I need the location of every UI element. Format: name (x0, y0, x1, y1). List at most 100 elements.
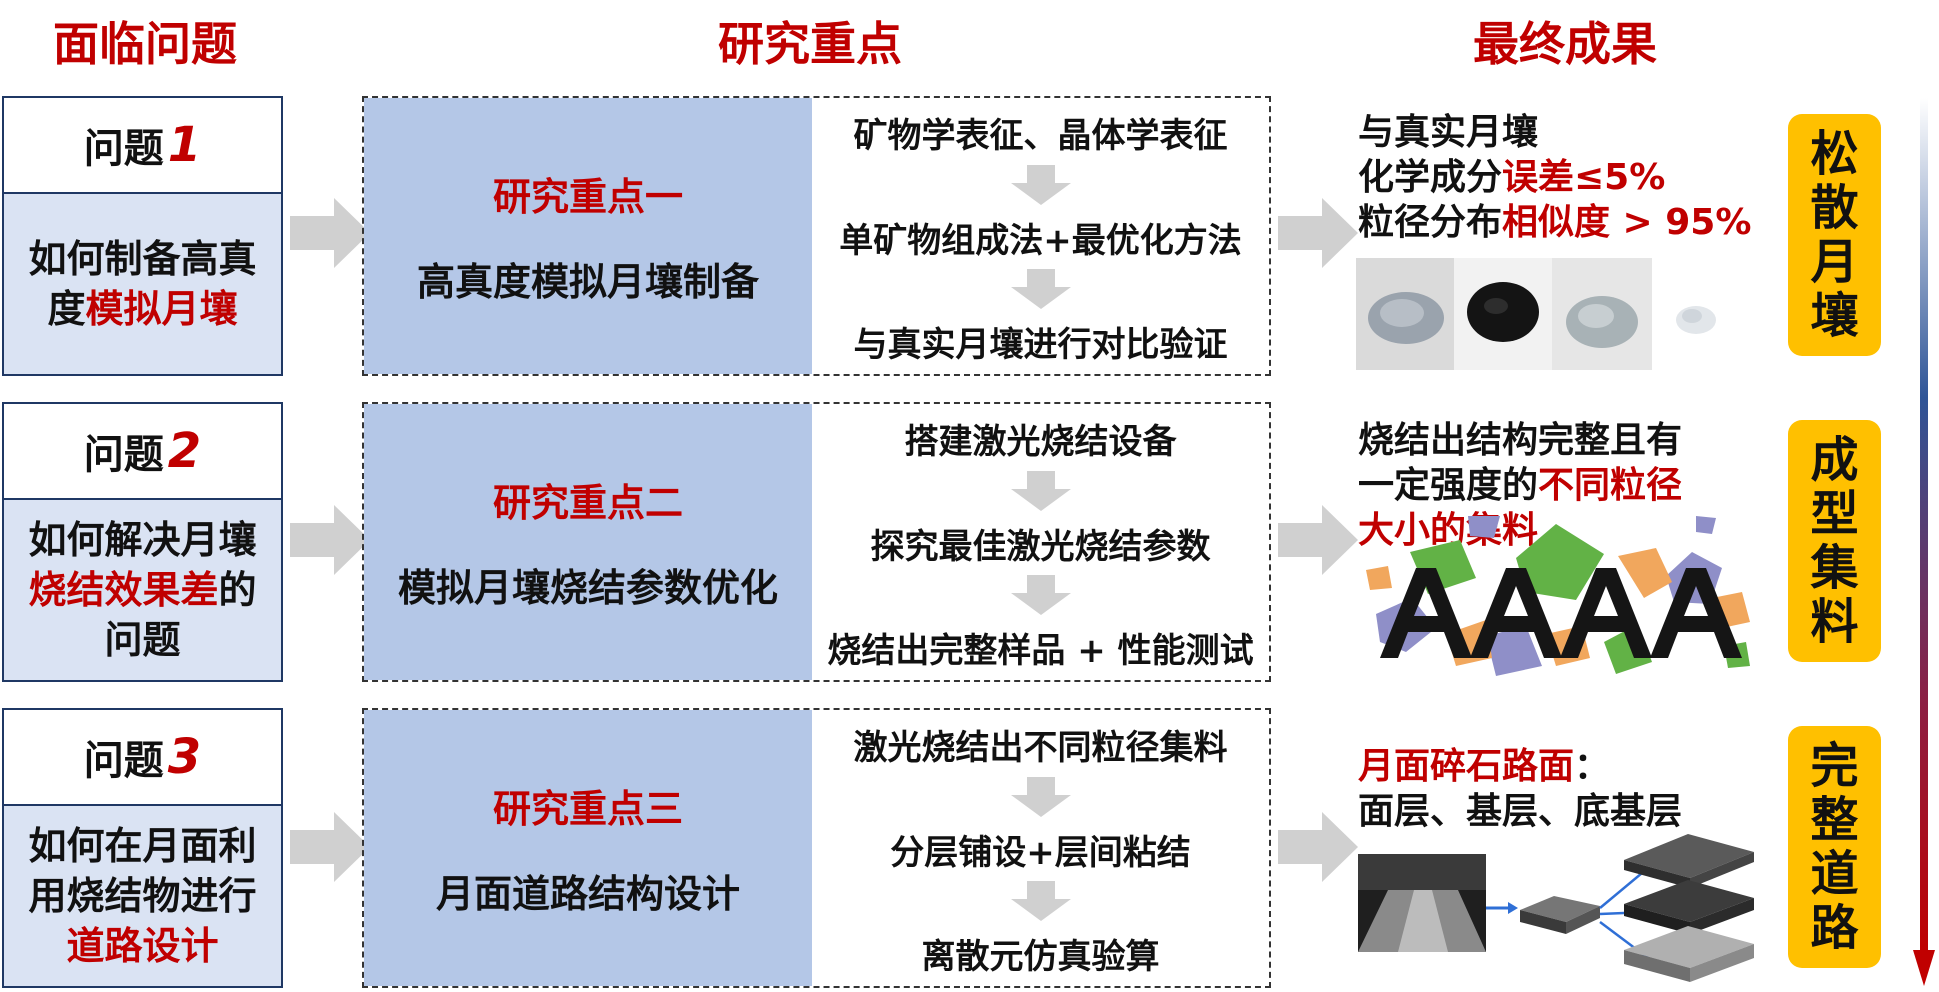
focus-subtitle: 高真度模拟月壤制备 (416, 260, 759, 304)
text-line: 用烧结物进行 (28, 871, 256, 921)
outcome-char: 月 (1810, 234, 1859, 290)
highlight-text: 烧结效果差 (28, 568, 219, 612)
progress-arrow-icon (1913, 98, 1935, 986)
result-text-1: 与真实月壤化学成分误差≤5%粒径分布相似度 > 95% (1358, 110, 1751, 245)
focus-steps: 矿物学表征、晶体学表征 单矿物组成法+最优化方法 与真实月壤进行对比验证 (812, 98, 1269, 374)
text-line: 烧结出结构完整且有 (1358, 418, 1682, 463)
problem-text: 如何解决月壤烧结效果差的问题 (4, 500, 281, 680)
focus-step: 分层铺设+层间粘结 (890, 832, 1191, 873)
outcome-char: 成 (1810, 432, 1859, 488)
right-arrow-icon (1278, 812, 1358, 882)
text-run: 如何制备高真 (28, 237, 257, 281)
text-run: 一定强度的 (1358, 465, 1539, 506)
outcome-char: 散 (1810, 180, 1859, 236)
text-run: 烧结出结构完整且有 (1358, 420, 1683, 461)
text-run: 如何在月面利 (28, 824, 257, 868)
text-run: 粒径分布 (1358, 202, 1503, 243)
text-line: 如何在月面利 (28, 821, 256, 871)
outcome-char: 料 (1810, 594, 1859, 650)
text-line: 如何解决月壤 (28, 515, 256, 565)
text-line: 问题 (104, 615, 180, 665)
result-text-3: 月面碎石路面：面层、基层、底基层 (1358, 744, 1682, 834)
outcome-formed-aggregate: 成型集料 (1788, 420, 1881, 662)
highlight-text: 误差≤5% (1502, 157, 1666, 198)
focus-step: 探究最佳激光烧结参数 (870, 526, 1211, 567)
text-line: 粒径分布相似度 > 95% (1358, 200, 1751, 245)
outcome-char: 道 (1810, 846, 1859, 902)
text-run: 与真实月壤 (1358, 112, 1539, 153)
down-arrow-icon (1010, 164, 1071, 205)
focus-step: 离散元仿真验算 (921, 937, 1160, 977)
regolith-samples-photo (1356, 258, 1740, 370)
focus-title: 研究重点三 (492, 787, 683, 831)
text-run: 的 (218, 568, 257, 612)
text-line: 月面碎石路面： (1358, 744, 1682, 789)
focus-subtitle: 模拟月壤烧结参数优化 (397, 566, 778, 610)
focus-step: 激光烧结出不同粒径集料 (853, 728, 1228, 768)
text-run: 化学成分 (1358, 157, 1503, 198)
outcome-char: 整 (1810, 792, 1859, 848)
outcome-complete-road: 完整道路 (1788, 726, 1881, 968)
down-arrow-icon (1010, 575, 1071, 616)
down-arrow-icon (1010, 776, 1071, 817)
focus-summary: 研究重点一 高真度模拟月壤制备 (364, 98, 812, 374)
header-problems: 面临问题 (53, 17, 237, 71)
header-focus: 研究重点 (718, 17, 902, 71)
text-run: ： (1574, 746, 1611, 787)
down-arrow-icon (1010, 881, 1071, 922)
focus-steps: 搭建激光烧结设备 探究最佳激光烧结参数 烧结出完整样品 + 性能测试 (812, 404, 1269, 680)
outcome-char: 壤 (1810, 288, 1859, 344)
text-line: 道路设计 (66, 921, 218, 971)
problem-text: 如何在月面利用烧结物进行道路设计 (4, 806, 281, 986)
text-line: 如何制备高真 (28, 234, 256, 284)
text-run: 度 (47, 287, 86, 331)
text-line: 度模拟月壤 (47, 284, 237, 334)
focus-step: 矿物学表征、晶体学表征 (853, 116, 1228, 156)
outcome-char: 集 (1810, 540, 1859, 596)
text-run: 面层、基层、底基层 (1358, 791, 1683, 832)
text-run: 问题 (104, 618, 181, 662)
right-arrow-icon (1278, 198, 1358, 268)
result-text-2: 烧结出结构完整且有一定强度的不同粒径大小的集料 (1358, 418, 1682, 553)
right-arrow-icon (1278, 505, 1358, 575)
text-line: 一定强度的不同粒径 (1358, 463, 1682, 508)
outcome-char: 型 (1810, 486, 1859, 542)
outcome-loose-regolith: 松散月壤 (1788, 114, 1881, 356)
focus-box-3: 研究重点三 月面道路结构设计 激光烧结出不同粒径集料 分层铺设+层间粘结 离散元… (362, 708, 1271, 988)
text-line: 化学成分误差≤5% (1358, 155, 1751, 200)
highlight-text: 不同粒径 (1538, 465, 1683, 506)
right-arrow-icon (290, 505, 370, 575)
road-layers-image (1358, 834, 1754, 982)
header-results: 最终成果 (1473, 17, 1657, 71)
focus-title: 研究重点二 (492, 481, 683, 525)
text-line: 面层、基层、底基层 (1358, 789, 1682, 834)
highlight-text: 月面碎石路面 (1358, 746, 1575, 787)
focus-subtitle: 月面道路结构设计 (435, 872, 740, 916)
highlight-text: 模拟月壤 (85, 287, 238, 331)
focus-summary: 研究重点二 模拟月壤烧结参数优化 (364, 404, 812, 680)
focus-step: 搭建激光烧结设备 (904, 422, 1177, 462)
focus-steps: 激光烧结出不同粒径集料 分层铺设+层间粘结 离散元仿真验算 (812, 710, 1269, 986)
focus-title: 研究重点一 (492, 175, 683, 219)
text-run: 如何解决月壤 (28, 518, 257, 562)
highlight-text: 道路设计 (66, 924, 219, 968)
problem-text: 如何制备高真度模拟月壤 (4, 194, 281, 374)
focus-box-2: 研究重点二 模拟月壤烧结参数优化 搭建激光烧结设备 探究最佳激光烧结参数 烧结出… (362, 402, 1271, 682)
focus-box-1: 研究重点一 高真度模拟月壤制备 矿物学表征、晶体学表征 单矿物组成法+最优化方法… (362, 96, 1271, 376)
down-arrow-icon (1010, 470, 1071, 511)
text-line: 烧结效果差的 (28, 565, 256, 615)
text-line: 与真实月壤 (1358, 110, 1751, 155)
focus-summary: 研究重点三 月面道路结构设计 (364, 710, 812, 986)
right-arrow-icon (290, 812, 370, 882)
down-arrow-icon (1010, 269, 1071, 310)
outcome-char: 完 (1810, 738, 1859, 794)
text-run: 用烧结物进行 (28, 874, 257, 918)
focus-step: 单矿物组成法+最优化方法 (839, 220, 1242, 261)
focus-step: 与真实月壤进行对比验证 (853, 325, 1228, 365)
